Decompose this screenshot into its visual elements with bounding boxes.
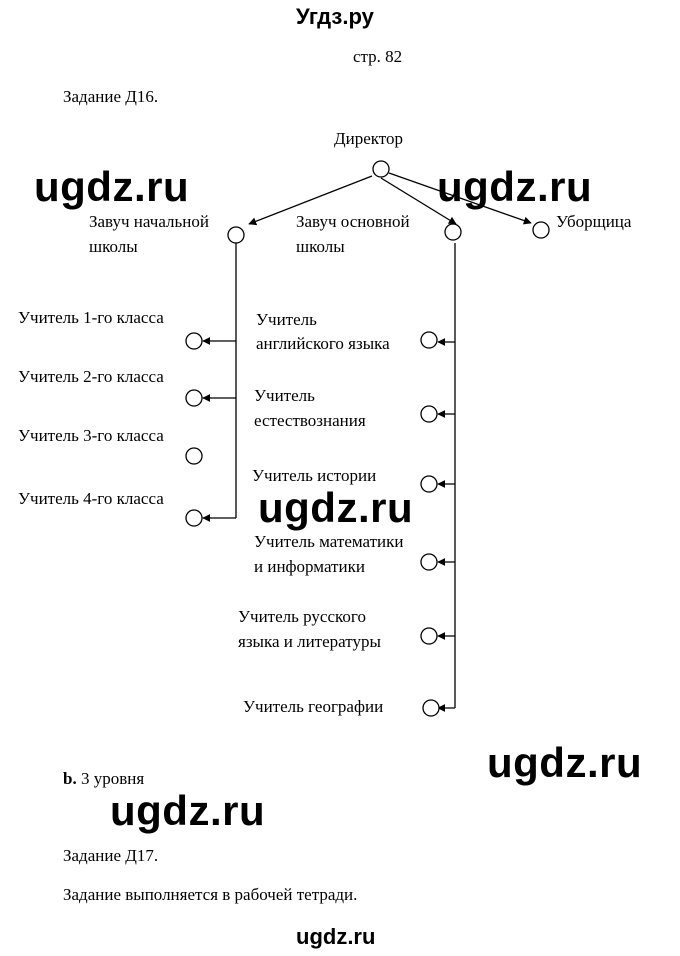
label-cleaner: Уборщица <box>556 212 632 231</box>
watermark: ugdz.ru <box>258 484 414 531</box>
label-science-2: естествознания <box>254 411 366 430</box>
node-russian <box>420 627 438 645</box>
edge-director-deputy-main <box>380 177 457 225</box>
edge-director-cleaner <box>388 172 532 225</box>
label-teacher-2: Учитель 2-го класса <box>18 367 164 386</box>
task-d16-heading: Задание Д16. <box>63 87 159 106</box>
node-teacher-2 <box>185 389 203 407</box>
node-teacher-3 <box>185 447 203 465</box>
node-history <box>420 475 438 493</box>
label-math-2: и информатики <box>254 557 365 576</box>
watermark: ugdz.ru <box>110 787 266 834</box>
task-d17-text: Задание выполняется в рабочей тетради. <box>63 885 358 904</box>
label-deputy-main-2: школы <box>296 237 345 256</box>
node-science <box>420 405 438 423</box>
watermark: ugdz.ru <box>437 163 593 210</box>
label-teacher-4: Учитель 4-го класса <box>18 489 164 508</box>
site-title: Угдз.ру <box>296 4 374 29</box>
answer-line: b. 3 уровня <box>63 768 144 790</box>
label-teacher-3: Учитель 3-го класса <box>18 426 164 445</box>
watermark: ugdz.ru <box>34 163 190 210</box>
page-reference: стр. 82 <box>353 47 403 66</box>
answer-letter: b. <box>63 769 77 788</box>
label-english-2: английского языка <box>256 334 390 353</box>
label-english-1: Учитель <box>256 310 317 329</box>
label-math-1: Учитель математики <box>254 532 404 551</box>
node-geography <box>422 699 440 717</box>
node-director <box>372 160 390 178</box>
watermark: ugdz.ru <box>487 739 643 786</box>
label-deputy-main-1: Завуч основной <box>296 212 410 231</box>
label-teacher-1: Учитель 1-го класса <box>18 308 164 327</box>
node-teacher-4 <box>185 509 203 527</box>
label-science-1: Учитель <box>254 386 315 405</box>
label-deputy-primary-2: школы <box>89 237 138 256</box>
answer-text: 3 уровня <box>80 769 145 788</box>
node-english <box>420 331 438 349</box>
edge-director-deputy-primary <box>248 175 373 226</box>
node-deputy-main <box>444 223 462 241</box>
label-russian-2: языка и литературы <box>238 632 381 651</box>
node-teacher-1 <box>185 332 203 350</box>
footer-site: ugdz.ru <box>296 924 376 949</box>
label-director: Директор <box>334 129 403 148</box>
task-d17-heading: Задание Д17. <box>63 846 159 865</box>
label-geography: Учитель географии <box>243 697 384 716</box>
node-cleaner <box>532 221 550 239</box>
node-math <box>420 553 438 571</box>
node-deputy-primary <box>227 226 245 244</box>
label-deputy-primary-1: Завуч начальной <box>89 212 209 231</box>
label-history: Учитель истории <box>252 466 377 485</box>
label-russian-1: Учитель русского <box>238 607 366 626</box>
